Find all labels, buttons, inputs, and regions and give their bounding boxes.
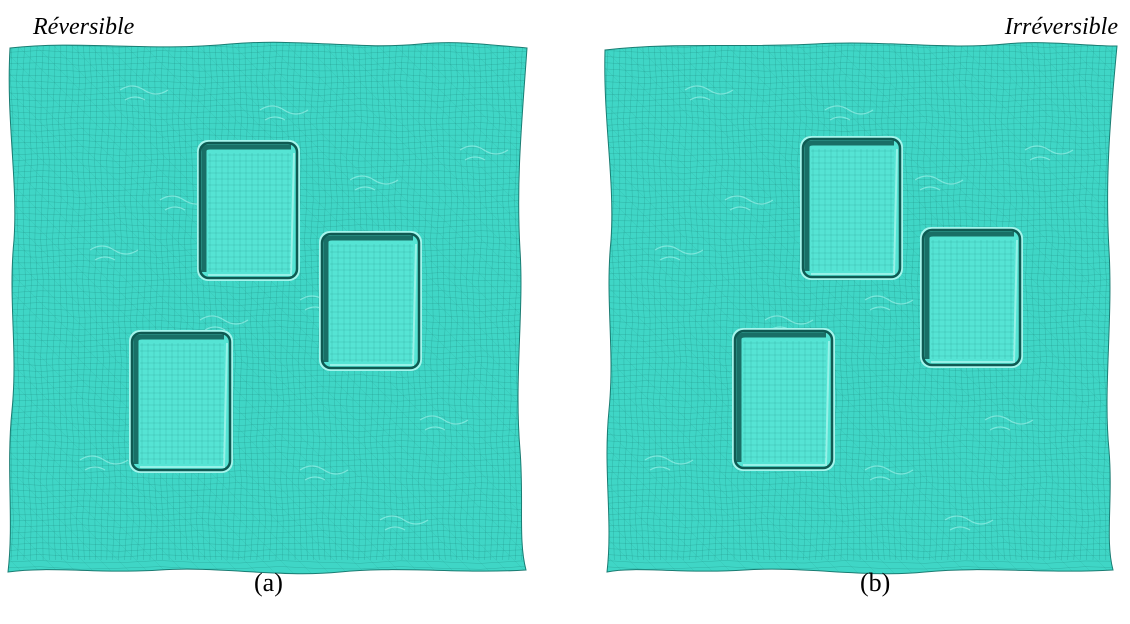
cavity-rim [800, 136, 903, 280]
cavity-wall-shadow [924, 231, 1014, 359]
cavity-wall-highlight [811, 148, 898, 275]
cavity [732, 328, 835, 471]
panel-title: Réversible [33, 14, 135, 40]
cavity-floor [130, 331, 232, 472]
cavity-floor [320, 232, 421, 370]
panel-caption: (b) [860, 568, 891, 597]
cavity [920, 227, 1023, 368]
deformed-sheet-mesh [604, 42, 1118, 575]
cavity-floor [198, 141, 299, 280]
cavity-wall-highlight [208, 152, 295, 276]
cavity-floor [801, 137, 902, 279]
cavity-mesh [208, 153, 291, 272]
sheet-wrinkles [644, 85, 1074, 531]
cavity-floor [921, 228, 1022, 367]
cavity-wall-highlight [330, 243, 417, 366]
cavity-rim [732, 328, 835, 471]
cavity-mesh [811, 149, 894, 271]
sheet-surface [7, 41, 528, 575]
cavity-wall-highlight [931, 239, 1018, 363]
cavity [800, 136, 903, 280]
cavity-mesh [743, 341, 826, 462]
cavity-rim [197, 140, 300, 281]
cavity-wall-highlight [140, 342, 228, 468]
cavity-wall-shadow [804, 140, 894, 271]
cavity-mesh [140, 343, 224, 464]
cavity-wall-shadow [201, 144, 291, 272]
deformed-sheet-mesh [7, 41, 528, 575]
cavity [129, 330, 233, 473]
sheet-surface [604, 42, 1118, 575]
cavity-rim [129, 330, 233, 473]
cavity-mesh [330, 244, 413, 362]
mesh-lines-diagonal [604, 42, 1117, 574]
cavity-wall-shadow [133, 334, 224, 464]
cavity-wall-shadow [736, 332, 826, 462]
cavity [319, 231, 422, 371]
cavity-mesh [931, 240, 1014, 359]
cavity [197, 140, 300, 281]
panel-reversible: Réversible (a) [7, 14, 528, 597]
panel-caption: (a) [254, 568, 283, 597]
cavity-wall-highlight [743, 340, 830, 466]
panel-irreversible: Irréversible (b) [565, 0, 1130, 624]
cavity-floor [733, 329, 834, 470]
cavity-rim [920, 227, 1023, 368]
cavity-wall-shadow [323, 235, 413, 362]
panel-title: Irréversible [1004, 14, 1118, 40]
cavity-rim [319, 231, 422, 371]
